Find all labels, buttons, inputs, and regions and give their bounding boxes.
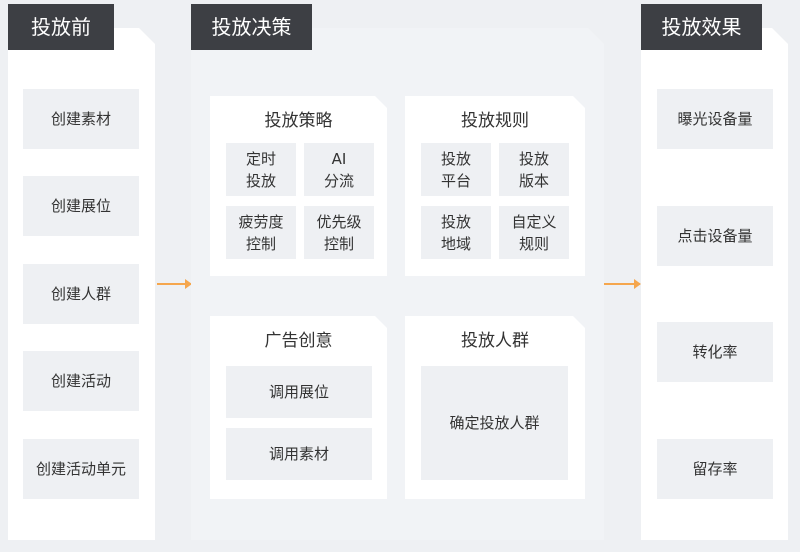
before-item: 创建素材	[23, 89, 139, 149]
effect-item: 点击设备量	[657, 206, 773, 266]
rules-item: 自定义 规则	[499, 206, 569, 259]
arrow-decision-to-effect	[604, 279, 641, 289]
before-item: 创建活动	[23, 351, 139, 411]
creative-item: 调用展位	[226, 366, 372, 418]
before-tab: 投放前	[8, 4, 114, 50]
arrow-before-to-decision	[157, 279, 192, 289]
strategy-item: 疲劳度 控制	[226, 206, 296, 259]
decision-tab: 投放决策	[191, 4, 312, 50]
rules-item: 投放 地域	[421, 206, 491, 259]
effect-tab: 投放效果	[641, 4, 762, 50]
rules-item: 投放 平台	[421, 143, 491, 196]
rules-item: 投放 版本	[499, 143, 569, 196]
before-item: 创建活动单元	[23, 439, 139, 499]
before-item: 创建展位	[23, 176, 139, 236]
audience-item: 确定投放人群	[421, 366, 568, 480]
strategy-item: 优先级 控制	[304, 206, 374, 259]
before-item: 创建人群	[23, 264, 139, 324]
strategy-item: AI 分流	[304, 143, 374, 196]
creative-item: 调用素材	[226, 428, 372, 480]
effect-item: 曝光设备量	[657, 89, 773, 149]
audience-title: 投放人群	[461, 331, 529, 351]
creative-title: 广告创意	[264, 331, 333, 351]
rules-title: 投放规则	[461, 111, 529, 131]
effect-item: 转化率	[657, 322, 773, 382]
strategy-item: 定时 投放	[226, 143, 296, 196]
effect-item: 留存率	[657, 439, 773, 499]
strategy-title: 投放策略	[264, 111, 333, 131]
